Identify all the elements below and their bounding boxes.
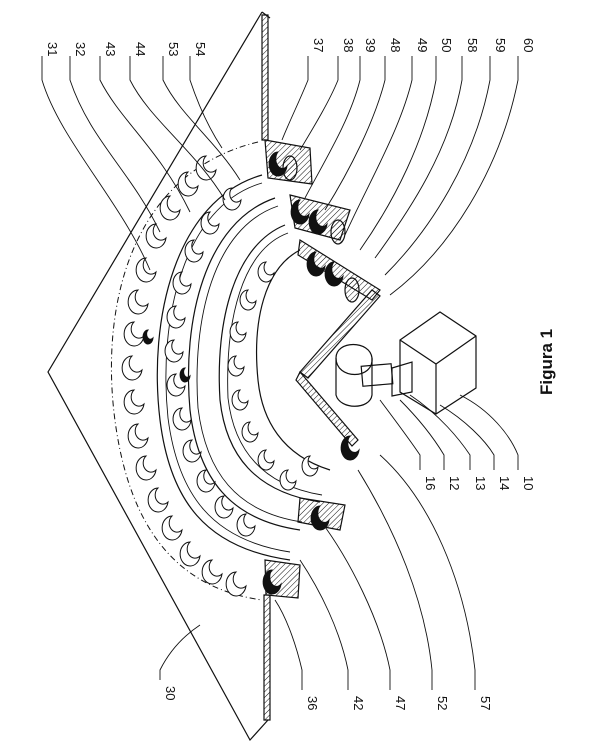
figure-caption: Figura 1	[537, 329, 556, 395]
ref-label-31: 31	[45, 42, 60, 56]
labels-bottom: 30 36 42 47 52 57 16 12 13 14 10	[163, 476, 536, 710]
leaders-bottom	[159, 394, 519, 690]
drive-unit	[335, 311, 477, 415]
labels-top: 31 32 43 44 53 54 37 38 39 48 49 50 58 5…	[45, 38, 536, 56]
ref-label-43: 43	[103, 42, 118, 56]
outer-boundary-dashed	[110, 141, 263, 601]
ref-label-57: 57	[478, 696, 493, 710]
middle-cups	[164, 187, 256, 537]
ref-label-10: 10	[521, 476, 536, 490]
ref-label-54: 54	[193, 42, 208, 56]
ref-label-42: 42	[351, 696, 366, 710]
ref-label-50: 50	[439, 38, 454, 52]
ref-label-32: 32	[73, 42, 88, 56]
ring-group	[156, 174, 331, 561]
ref-label-49: 49	[415, 38, 430, 52]
ref-label-39: 39	[363, 38, 378, 52]
ref-label-37: 37	[311, 38, 326, 52]
ref-label-48: 48	[388, 38, 403, 52]
outer-cups	[121, 155, 247, 597]
ref-label-30: 30	[163, 686, 178, 700]
highlighted-cups	[142, 151, 360, 595]
ref-label-58: 58	[465, 38, 480, 52]
leaders-top	[41, 56, 519, 296]
ref-label-14: 14	[497, 476, 512, 490]
ref-label-44: 44	[133, 42, 148, 56]
ref-label-47: 47	[393, 696, 408, 710]
ref-label-16: 16	[423, 476, 438, 490]
ref-label-13: 13	[473, 476, 488, 490]
ref-label-59: 59	[493, 38, 508, 52]
ref-label-60: 60	[521, 38, 536, 52]
ref-label-12: 12	[447, 476, 462, 490]
ref-label-36: 36	[305, 696, 320, 710]
ref-label-53: 53	[166, 42, 181, 56]
speckled-cups	[282, 155, 360, 303]
ref-label-38: 38	[341, 38, 356, 52]
inner-cups	[227, 261, 319, 491]
center-wedge	[261, 14, 381, 721]
ref-label-52: 52	[435, 696, 450, 710]
